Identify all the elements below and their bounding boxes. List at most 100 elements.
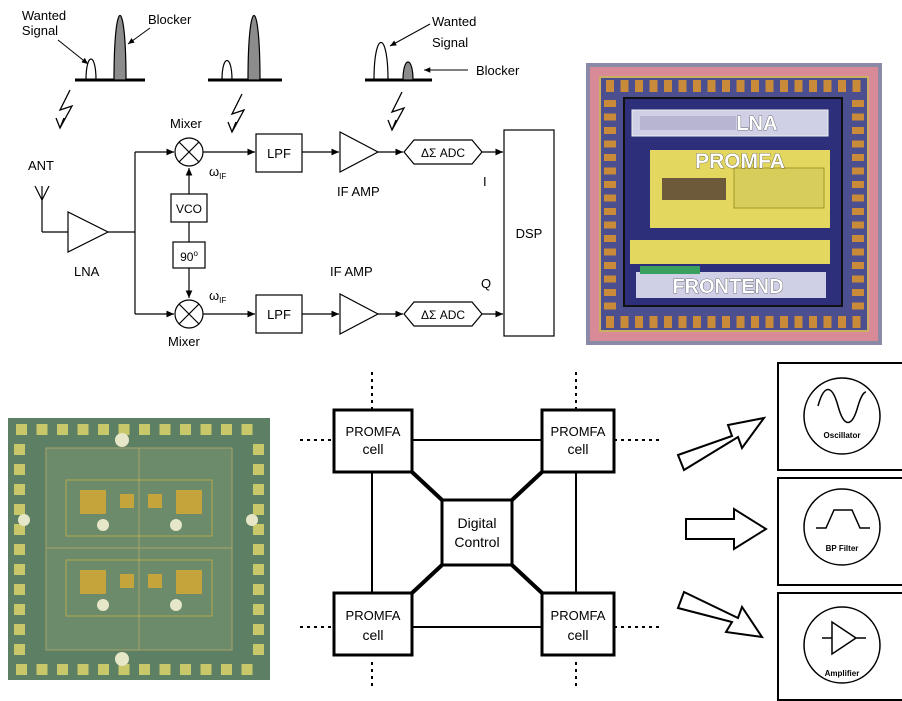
dsp-label: DSP <box>516 226 543 241</box>
ant-label: ANT <box>28 158 54 173</box>
amplifier-label: Amplifier <box>825 669 860 678</box>
digital-line2: Control <box>454 534 499 550</box>
chip-bond-pad <box>852 181 864 188</box>
pcb-pad <box>253 444 264 455</box>
chip-bond-pad <box>722 80 730 92</box>
chip-bond-pad <box>780 80 788 92</box>
chip-bond-pad <box>852 208 864 215</box>
pcb-pad <box>253 504 264 515</box>
chip-bond-pad <box>852 302 864 310</box>
pcb-pad <box>159 664 171 675</box>
chip-bond-pad <box>707 80 716 92</box>
chip-bond-pad <box>751 80 759 92</box>
pcb-pad <box>77 664 89 675</box>
chip-bond-pad <box>751 316 759 328</box>
chip-bond-pad <box>604 113 616 121</box>
receiver-block-diagram: Wanted Signal Blocker Wanted Signal Bloc… <box>22 8 555 349</box>
chip-bond-pad <box>604 289 616 296</box>
chip-bond-pad <box>604 262 616 269</box>
chip-bond-pad <box>852 275 864 283</box>
pcb-pad <box>253 604 264 615</box>
signal-label-2: Signal <box>432 35 468 50</box>
chip-bond-pad <box>693 316 701 328</box>
cell-tr-line1: PROMFA <box>551 424 606 439</box>
dsp-box <box>503 129 555 337</box>
blocker-label-1: Blocker <box>148 12 192 27</box>
omega-top-label: ωIF <box>209 164 226 181</box>
chip-bond-pad <box>852 194 864 202</box>
pcb-pad <box>98 664 109 675</box>
pcb-pad <box>16 664 27 675</box>
chip-die-photo: LNA PROMFA FRONTEND <box>586 63 882 345</box>
if-amp-bottom <box>339 293 380 335</box>
chip-bond-pad <box>620 316 629 328</box>
adc-bottom-label: ΔΣ ADC <box>421 308 465 322</box>
chip-bond-pad <box>604 235 616 242</box>
promfa-chip-photo <box>8 418 270 680</box>
lpf-top-box <box>255 133 303 173</box>
chip-bond-pad <box>852 127 864 134</box>
pcb-pad <box>221 664 232 675</box>
chip-bond-pad <box>604 181 616 188</box>
if-amp-top-label: IF AMP <box>337 184 380 199</box>
chip-bond-pad <box>620 80 629 92</box>
cell-tr-line2: cell <box>567 441 588 457</box>
chip-bond-pad <box>606 316 614 328</box>
chip-bond-pad <box>606 80 614 92</box>
pcb-pad <box>241 664 253 675</box>
promfa-cell-top-right <box>540 408 616 474</box>
arrow-to-amplifier-icon <box>676 590 765 639</box>
pcb-pad <box>139 424 150 435</box>
chip-bond-pad <box>604 208 616 215</box>
i-label: I <box>483 174 487 189</box>
chip-bond-pad <box>838 316 846 328</box>
chip-bond-pad <box>707 316 716 328</box>
chip-bond-pad <box>852 154 864 161</box>
bandpass-icon <box>816 509 870 529</box>
chip-bond-pad <box>678 316 687 328</box>
chip-bond-pad <box>604 127 616 134</box>
mixer-top <box>174 137 204 167</box>
chip-bond-pad <box>678 80 687 92</box>
chip-bond-pad <box>649 316 658 328</box>
lightning-bolt-icon <box>387 91 406 132</box>
sine-wave-icon <box>817 388 867 424</box>
spectrum-input: Wanted Signal Blocker <box>22 8 192 82</box>
pcb-pad <box>14 464 25 475</box>
chip-bond-pad <box>604 194 616 202</box>
pcb-pad <box>77 424 89 435</box>
pcb-pad <box>253 524 264 535</box>
pcb-pad <box>57 664 68 675</box>
chip-bond-pad <box>852 262 864 269</box>
amplifier-icon <box>822 620 866 656</box>
pcb-pad <box>253 484 264 495</box>
chip-bond-pad <box>664 316 672 328</box>
pcb-pad <box>200 664 212 675</box>
cell-br-line2: cell <box>567 627 588 643</box>
chip-bond-pad <box>736 316 745 328</box>
chip-bond-pad <box>838 80 846 92</box>
chip-bond-pad <box>809 316 817 328</box>
chip-lna-label: LNA <box>736 113 777 135</box>
arrow-to-filter-icon <box>685 507 768 551</box>
chip-bond-pad <box>604 248 616 256</box>
signal-label-1: Signal <box>22 23 58 38</box>
chip-bond-pad <box>852 289 864 296</box>
oscillator-label: Oscillator <box>824 431 861 440</box>
pcb-pad <box>180 664 191 675</box>
chip-bond-pad <box>604 167 616 175</box>
pcb-pad <box>118 424 130 435</box>
chip-bond-pad <box>604 275 616 283</box>
chip-bond-pad <box>852 80 861 92</box>
if-amp-top <box>339 131 380 173</box>
cell-bl-line2: cell <box>362 627 383 643</box>
function-bp-filter: BP Filter <box>777 477 902 586</box>
arrow-to-oscillator-icon <box>676 416 767 472</box>
mixer-bottom-label: Mixer <box>168 334 200 349</box>
chip-bond-pad <box>780 316 788 328</box>
pcb-pad <box>200 424 212 435</box>
chip-bond-pad <box>852 248 864 256</box>
omega-bottom-label: ωIF <box>209 288 226 305</box>
pcb-pad <box>14 564 25 575</box>
lightning-bolt-icon <box>55 89 74 130</box>
